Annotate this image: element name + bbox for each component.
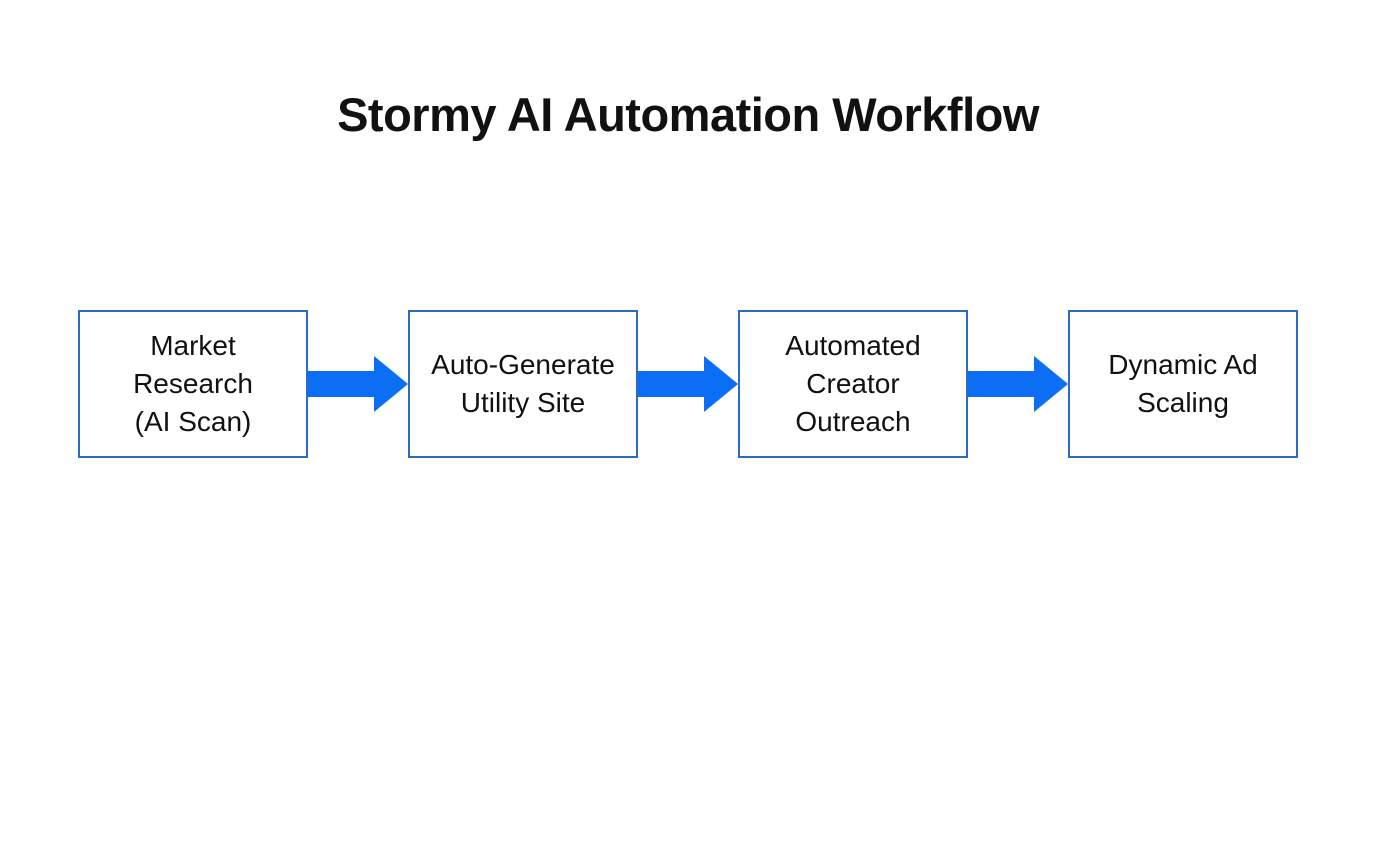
step-label: Dynamic Ad Scaling: [1108, 349, 1258, 418]
page-title: Stormy AI Automation Workflow: [337, 88, 1039, 141]
step-auto-generate-utility-site: Auto-Generate Utility Site: [408, 310, 638, 458]
arrow-head-icon: [704, 356, 738, 412]
step-label: Market Research (AI Scan): [133, 330, 253, 437]
arrow-right-icon: [638, 356, 738, 412]
step-label: Automated Creator Outreach: [785, 330, 921, 437]
arrow-shaft: [308, 371, 376, 397]
arrow-head-icon: [1034, 356, 1068, 412]
arrow-head-icon: [374, 356, 408, 412]
workflow-diagram: Market Research (AI Scan) Auto-Generate …: [0, 310, 1376, 458]
arrow-right-icon: [308, 356, 408, 412]
step-label: Auto-Generate Utility Site: [431, 349, 615, 418]
arrow-right-icon: [968, 356, 1068, 412]
arrow-shaft: [968, 371, 1036, 397]
arrow-shaft: [638, 371, 706, 397]
step-automated-creator-outreach: Automated Creator Outreach: [738, 310, 968, 458]
step-market-research: Market Research (AI Scan): [78, 310, 308, 458]
step-dynamic-ad-scaling: Dynamic Ad Scaling: [1068, 310, 1298, 458]
